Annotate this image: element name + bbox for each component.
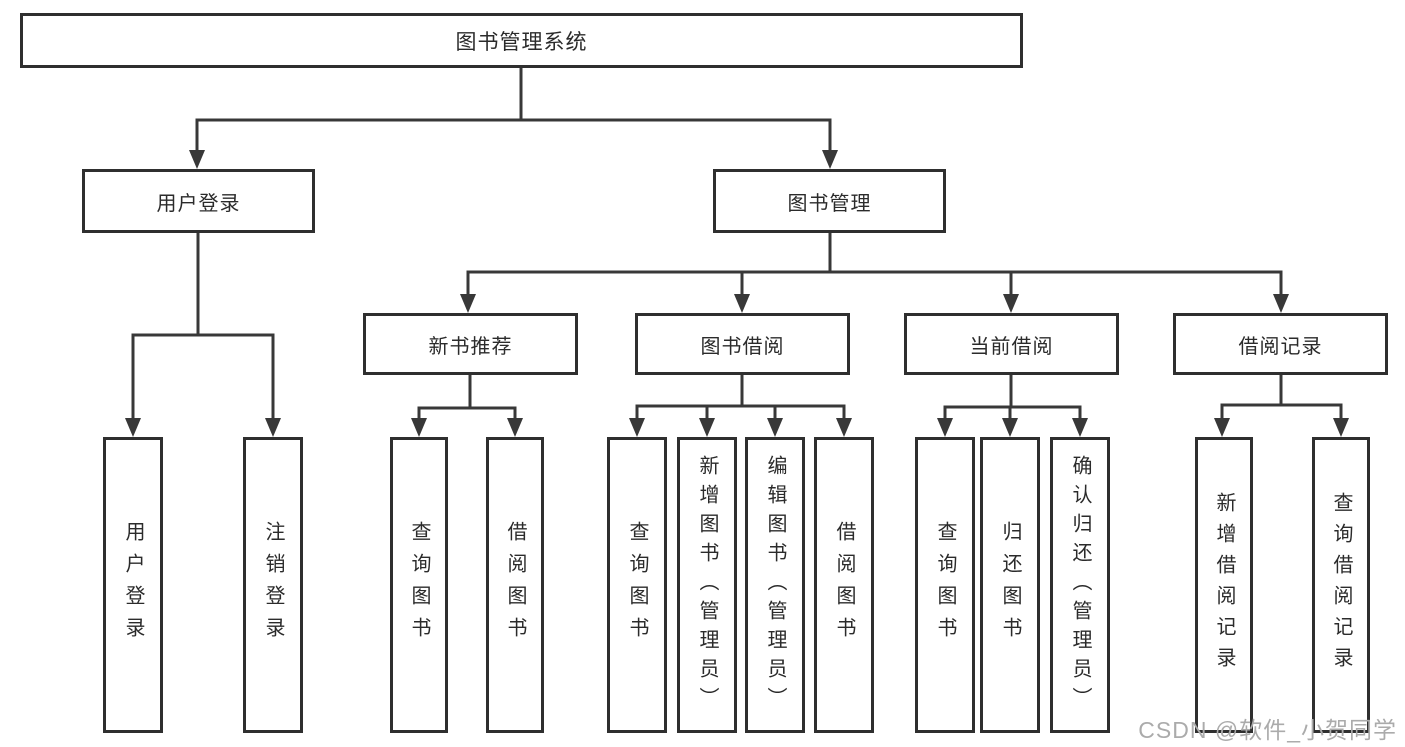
connector-book-borrow-subtree — [635, 375, 846, 421]
node-label: 借阅记录 — [1238, 335, 1323, 358]
node-label: 查询借阅记录 — [1330, 492, 1352, 678]
node-user-login: 用户登录 — [82, 169, 315, 233]
arrow-down-icon — [125, 418, 141, 437]
watermark: CSDN @软件_小贺同学 — [1138, 717, 1397, 743]
arrow-down-icon — [189, 150, 205, 169]
leaf-borrow-books: 借阅图书 — [814, 437, 874, 733]
node-label: 查询图书 — [934, 521, 956, 649]
arrow-down-icon — [822, 150, 838, 169]
node-label: 借阅图书 — [833, 521, 855, 649]
node-book-borrowing: 图书借阅 — [635, 313, 850, 375]
leaf-borrow-books: 借阅图书 — [486, 437, 544, 733]
arrow-down-icon — [265, 418, 281, 437]
connector-records-subtree — [1220, 375, 1343, 421]
leaf-edit-books-admin: 编辑图书（管理员） — [745, 437, 805, 733]
leaf-add-books-admin: 新增图书（管理员） — [677, 437, 737, 733]
arrow-down-icon — [629, 418, 645, 437]
node-label: 确认归还（管理员） — [1069, 454, 1091, 716]
leaf-return-books: 归还图书 — [980, 437, 1040, 733]
connector-user-login-subtree — [131, 233, 275, 421]
arrow-down-icon — [734, 294, 750, 313]
connector-current-borrow-subtree — [943, 375, 1082, 421]
node-label: 查询图书 — [408, 521, 430, 649]
node-label: 新增图书（管理员） — [696, 454, 718, 716]
node-label: 借阅图书 — [504, 521, 526, 649]
arrow-down-icon — [460, 294, 476, 313]
node-borrowing-records: 借阅记录 — [1173, 313, 1388, 375]
node-label: 注销登录 — [262, 521, 284, 649]
leaf-query-books: 查询图书 — [390, 437, 448, 733]
node-label: 新书推荐 — [428, 335, 513, 358]
arrow-down-icon — [1273, 294, 1289, 313]
node-label: 图书借阅 — [700, 335, 785, 358]
connector-lines — [131, 68, 1343, 421]
node-label: 图书管理 — [787, 192, 872, 215]
arrow-down-icon — [411, 418, 427, 437]
arrow-down-icon — [699, 418, 715, 437]
node-label: 归还图书 — [999, 521, 1021, 649]
node-label: 编辑图书（管理员） — [764, 454, 786, 716]
arrow-down-icon — [1003, 294, 1019, 313]
node-label: 用户登录 — [122, 521, 144, 649]
arrow-down-icon — [1072, 418, 1088, 437]
node-book-management: 图书管理 — [713, 169, 946, 233]
leaf-user-login: 用户登录 — [103, 437, 163, 733]
arrow-down-icon — [507, 418, 523, 437]
arrow-down-icon — [836, 418, 852, 437]
connector-root-to-level2 — [195, 68, 832, 152]
node-current-borrowing: 当前借阅 — [904, 313, 1119, 375]
node-library-management-system: 图书管理系统 — [20, 13, 1023, 68]
leaf-confirm-return-admin: 确认归还（管理员） — [1050, 437, 1110, 733]
leaf-query-borrow-record: 查询借阅记录 — [1312, 437, 1370, 733]
arrow-down-icon — [767, 418, 783, 437]
leaf-logout: 注销登录 — [243, 437, 303, 733]
leaf-add-borrow-record: 新增借阅记录 — [1195, 437, 1253, 733]
leaf-query-books: 查询图书 — [915, 437, 975, 733]
connector-new-book-subtree — [417, 375, 517, 421]
node-label: 查询图书 — [626, 521, 648, 649]
node-new-book-recommendation: 新书推荐 — [363, 313, 578, 375]
node-label: 图书管理系统 — [455, 30, 588, 54]
arrow-down-icon — [1002, 418, 1018, 437]
leaf-query-books: 查询图书 — [607, 437, 667, 733]
arrow-down-icon — [1214, 418, 1230, 437]
node-label: 用户登录 — [156, 192, 241, 215]
arrowheads — [125, 150, 1349, 437]
node-label: 新增借阅记录 — [1213, 492, 1235, 678]
connector-book-management-subtree — [466, 233, 1283, 297]
arrow-down-icon — [937, 418, 953, 437]
arrow-down-icon — [1333, 418, 1349, 437]
node-label: 当前借阅 — [969, 335, 1054, 358]
